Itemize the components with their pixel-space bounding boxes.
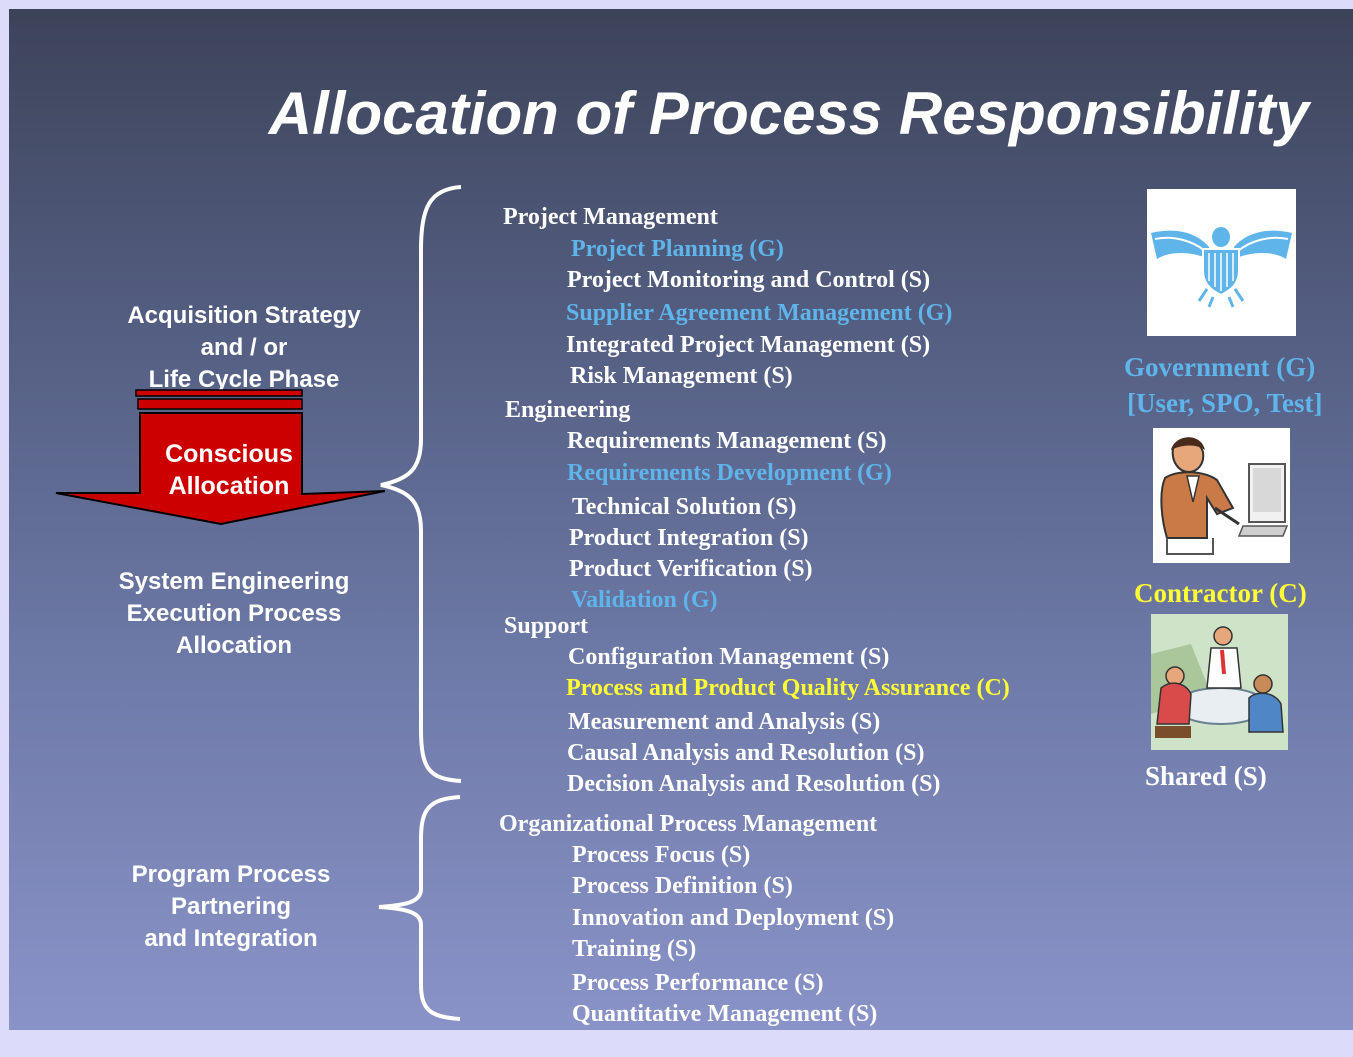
heading-organizational: Organizational Process Management bbox=[499, 811, 878, 837]
legend-shared: Shared (S) bbox=[1145, 761, 1267, 791]
process-requirements-management: Requirements Management (S) bbox=[567, 428, 887, 454]
process-causal-analysis: Causal Analysis and Resolution (S) bbox=[567, 740, 925, 766]
process-training: Training (S) bbox=[572, 936, 697, 962]
arrow-body bbox=[55, 412, 386, 526]
process-configuration-management: Configuration Management (S) bbox=[568, 644, 890, 670]
process-product-verification: Product Verification (S) bbox=[569, 556, 813, 582]
process-product-integration: Product Integration (S) bbox=[569, 525, 809, 551]
arrow-line-2: Allocation bbox=[168, 472, 290, 500]
process-risk-management: Risk Management (S) bbox=[570, 363, 793, 389]
lower-brace bbox=[378, 795, 461, 1021]
process-project-monitoring: Project Monitoring and Control (S) bbox=[567, 267, 931, 293]
shared-picture bbox=[1151, 614, 1288, 750]
process-integrated-project: Integrated Project Management (S) bbox=[566, 332, 931, 358]
acquisition-line-1: Acquisition Strategy bbox=[127, 302, 361, 329]
heading-project-management: Project Management bbox=[503, 204, 718, 230]
arrow-cap-bar-2 bbox=[137, 398, 303, 410]
system-engineering-label: System Engineering Execution Process All… bbox=[94, 566, 374, 662]
arrow-cap-bar-1 bbox=[135, 389, 303, 397]
process-process-definition: Process Definition (S) bbox=[572, 873, 793, 899]
process-measurement-analysis: Measurement and Analysis (S) bbox=[568, 709, 881, 735]
system-line-1: System Engineering bbox=[118, 568, 350, 595]
arrow-label: Conscious Allocation bbox=[139, 438, 319, 502]
process-decision-analysis: Decision Analysis and Resolution (S) bbox=[567, 771, 941, 797]
process-process-focus: Process Focus (S) bbox=[572, 842, 751, 868]
process-ppqa: Process and Product Quality Assurance (C… bbox=[566, 675, 1010, 701]
legend-government-sub: [User, SPO, Test] bbox=[1127, 388, 1323, 418]
slide: Allocation of Process Responsibility Acq… bbox=[9, 9, 1353, 1030]
acquisition-strategy-label: Acquisition Strategy and / or Life Cycle… bbox=[104, 300, 384, 396]
system-line-3: Allocation bbox=[175, 632, 292, 659]
upper-brace bbox=[380, 185, 462, 783]
acquisition-line-3: Life Cycle Phase bbox=[148, 366, 340, 393]
program-line-2: Partnering bbox=[170, 893, 292, 920]
process-validation: Validation (G) bbox=[571, 587, 718, 613]
meeting-group-icon bbox=[1151, 614, 1288, 750]
legend-government: Government (G) bbox=[1124, 352, 1316, 382]
eagle-icon bbox=[1151, 227, 1292, 308]
acquisition-line-2: and / or bbox=[200, 334, 288, 361]
heading-engineering: Engineering bbox=[505, 397, 631, 423]
program-line-1: Program Process bbox=[131, 861, 331, 888]
process-quantitative-management: Quantitative Management (S) bbox=[572, 1001, 878, 1027]
system-line-2: Execution Process bbox=[126, 600, 342, 627]
process-innovation-deployment: Innovation and Deployment (S) bbox=[572, 905, 895, 931]
program-line-3: and Integration bbox=[144, 925, 318, 952]
heading-support: Support bbox=[504, 613, 589, 639]
process-technical-solution: Technical Solution (S) bbox=[572, 494, 797, 520]
legend-contractor: Contractor (C) bbox=[1134, 578, 1307, 608]
arrow-line-1: Conscious bbox=[165, 440, 293, 468]
contractor-picture bbox=[1153, 428, 1290, 563]
person-at-computer-icon bbox=[1160, 437, 1289, 555]
conscious-allocation-arrow bbox=[55, 389, 386, 526]
program-process-label: Program Process Partnering and Integrati… bbox=[91, 859, 371, 955]
government-picture bbox=[1147, 189, 1296, 336]
page-title: Allocation of Process Responsibility bbox=[268, 80, 1309, 147]
process-project-planning: Project Planning (G) bbox=[571, 236, 784, 262]
process-supplier-agreement: Supplier Agreement Management (G) bbox=[566, 300, 953, 326]
process-process-performance: Process Performance (S) bbox=[572, 970, 824, 996]
process-requirements-development: Requirements Development (G) bbox=[567, 460, 892, 486]
